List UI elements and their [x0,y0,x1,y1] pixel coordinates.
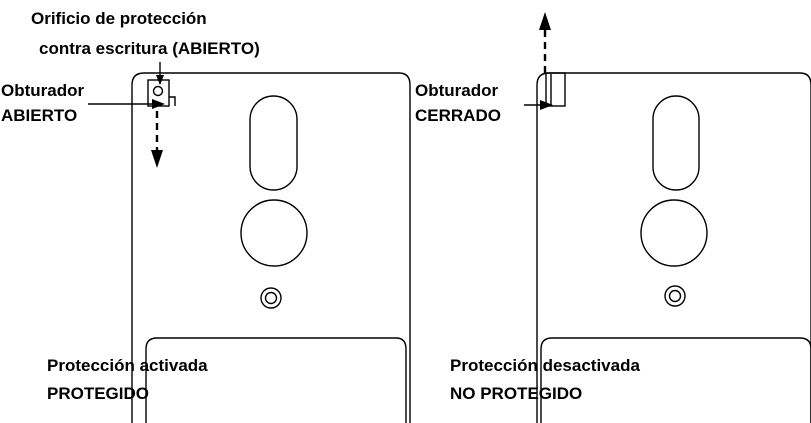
right-status-label-line2: NO PROTEGIDO [450,384,583,403]
left-status-label-line2: PROTEGIDO [47,384,150,403]
left-shutter-label-line1: Obturador [1,81,85,100]
write-protect-hole-label-line1: Orificio de protección [31,9,207,28]
right-disk-outline [536,72,811,423]
left-disk [131,72,411,423]
left-shutter-arrowhead [152,99,165,109]
left-hub [240,199,308,267]
right-disk [536,72,811,423]
right-hub [640,199,708,267]
right-status-label-line1: Protección desactivada [450,356,640,375]
right-shutter-label-line2: CERRADO [415,106,501,125]
left-disk-outline [131,72,411,423]
left-shutter-label-line2: ABIERTO [1,106,78,125]
right-shutter-arrowhead [540,100,553,110]
write-protect-hole-label-line2: contra escritura (ABIERTO) [39,39,260,58]
right-label-area [540,337,811,423]
left-write-protect-hole [152,85,164,97]
right-index-hole-outer [664,285,686,307]
left-label-area [145,337,407,423]
right-index-hole-inner [668,289,682,303]
left-shutter-edge [169,96,176,106]
right-shutter-label-line1: Obturador [415,81,499,100]
hole-leader-arrowhead [156,75,164,85]
right-write-protect-slot [545,72,566,107]
up-arrow-icon [539,12,551,30]
right-head-window [652,95,700,191]
left-index-hole-outer [260,287,282,309]
left-status-label-line1: Protección activada [47,356,208,375]
down-arrow-icon [151,150,163,168]
left-head-window [249,95,298,191]
left-index-hole-inner [264,291,278,305]
